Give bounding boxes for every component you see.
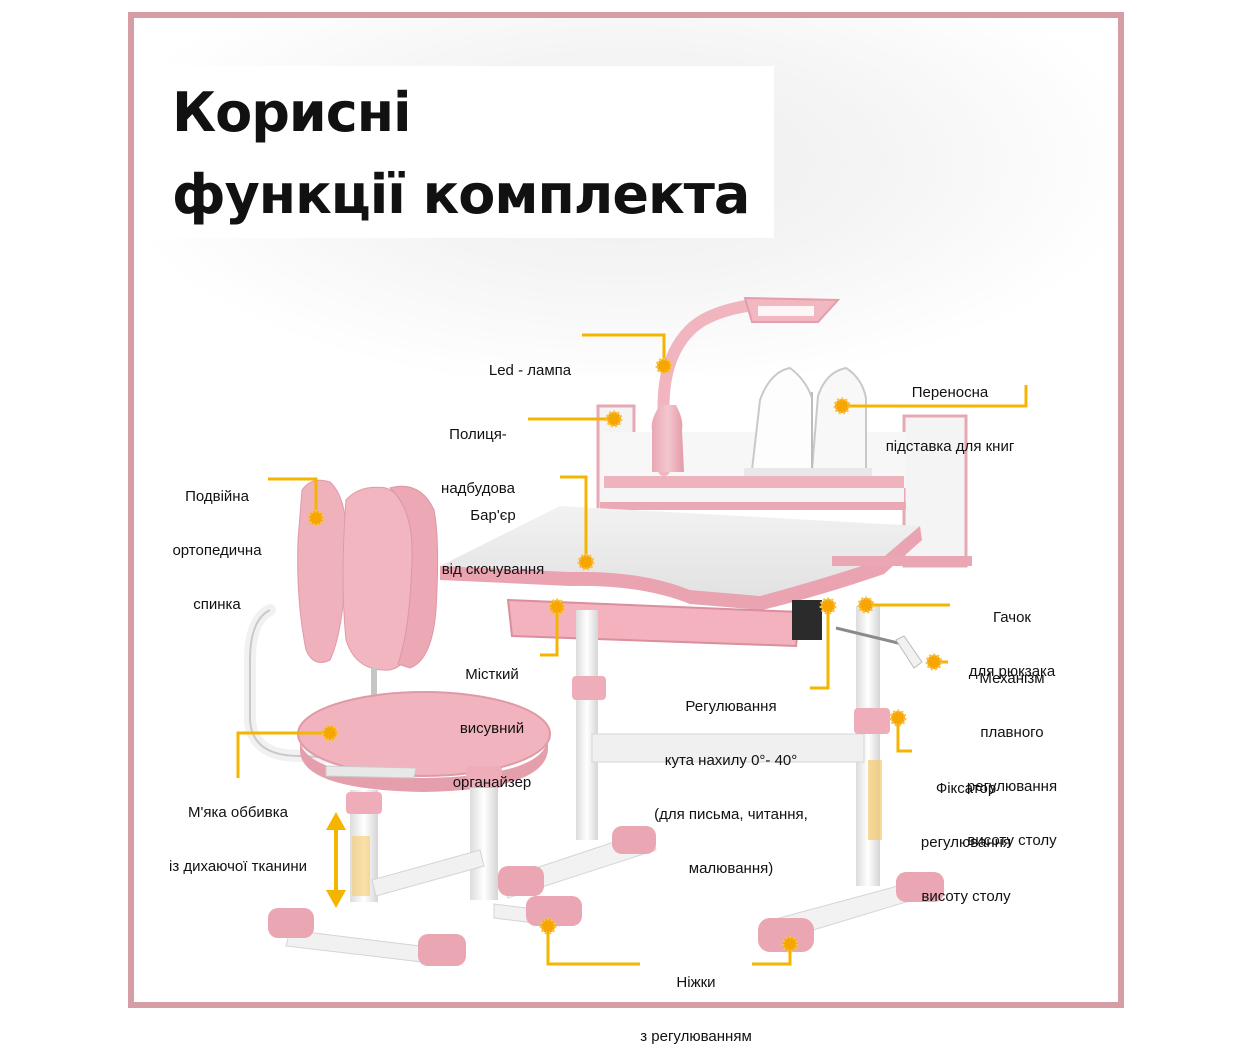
chair-legs	[268, 766, 582, 966]
label-tilt: Регулювання кута нахилу 0°- 40° (для пис…	[654, 698, 808, 877]
dot-height-mechanism	[925, 653, 943, 671]
title-card	[134, 66, 774, 238]
title-line-2: функції комплекта	[172, 163, 750, 226]
led-lamp-shape	[651, 296, 841, 476]
label-drawer: Місткий висувний органайзер	[452, 666, 532, 791]
height-arrow-icon	[326, 812, 346, 908]
dot-legs-chair	[539, 917, 557, 935]
label-upholstery: М'яка оббивка із дихаючої тканини	[168, 804, 308, 875]
dot-book-stand	[833, 397, 851, 415]
label-book-stand: Переносна підставка для книг	[885, 384, 1015, 455]
dot-shelf	[605, 410, 623, 428]
desk	[440, 296, 972, 952]
dot-tilt	[819, 597, 837, 615]
title-line-1: Корисні	[172, 81, 412, 144]
desk-and-chair-illustration	[236, 296, 1028, 966]
label-shelf: Полиця- надбудова	[441, 426, 515, 497]
callout-dots	[307, 357, 943, 953]
desk-legs	[498, 606, 944, 952]
dot-barrier	[577, 553, 595, 571]
label-barrier: Бар'єр від скочування	[441, 507, 545, 578]
label-height-mechanism: Механізм плавного регулювання висоту сто…	[966, 670, 1058, 849]
dot-upholstery	[321, 724, 339, 742]
dot-height-lock	[889, 709, 907, 727]
label-hook: Гачок для рюкзака	[968, 609, 1056, 680]
label-height-lock: Фіксатор регулювання висоту столу	[920, 780, 1012, 905]
book-stand-shape	[744, 366, 872, 476]
label-legs: Ніжки з регулюванням	[640, 974, 752, 1045]
dot-backrest	[307, 509, 325, 527]
page-title: Корисні функції комплекта	[172, 72, 750, 236]
label-led-lamp: Led - лампа	[488, 362, 572, 379]
dot-legs-desk	[781, 935, 799, 953]
dot-led-lamp	[655, 357, 673, 375]
dot-drawer	[548, 598, 566, 616]
dot-hook	[857, 596, 875, 614]
desk-top	[440, 506, 972, 610]
chair	[244, 479, 582, 966]
backrest-shape	[297, 479, 439, 700]
label-backrest: Подвійна ортопедична спинка	[172, 488, 262, 613]
